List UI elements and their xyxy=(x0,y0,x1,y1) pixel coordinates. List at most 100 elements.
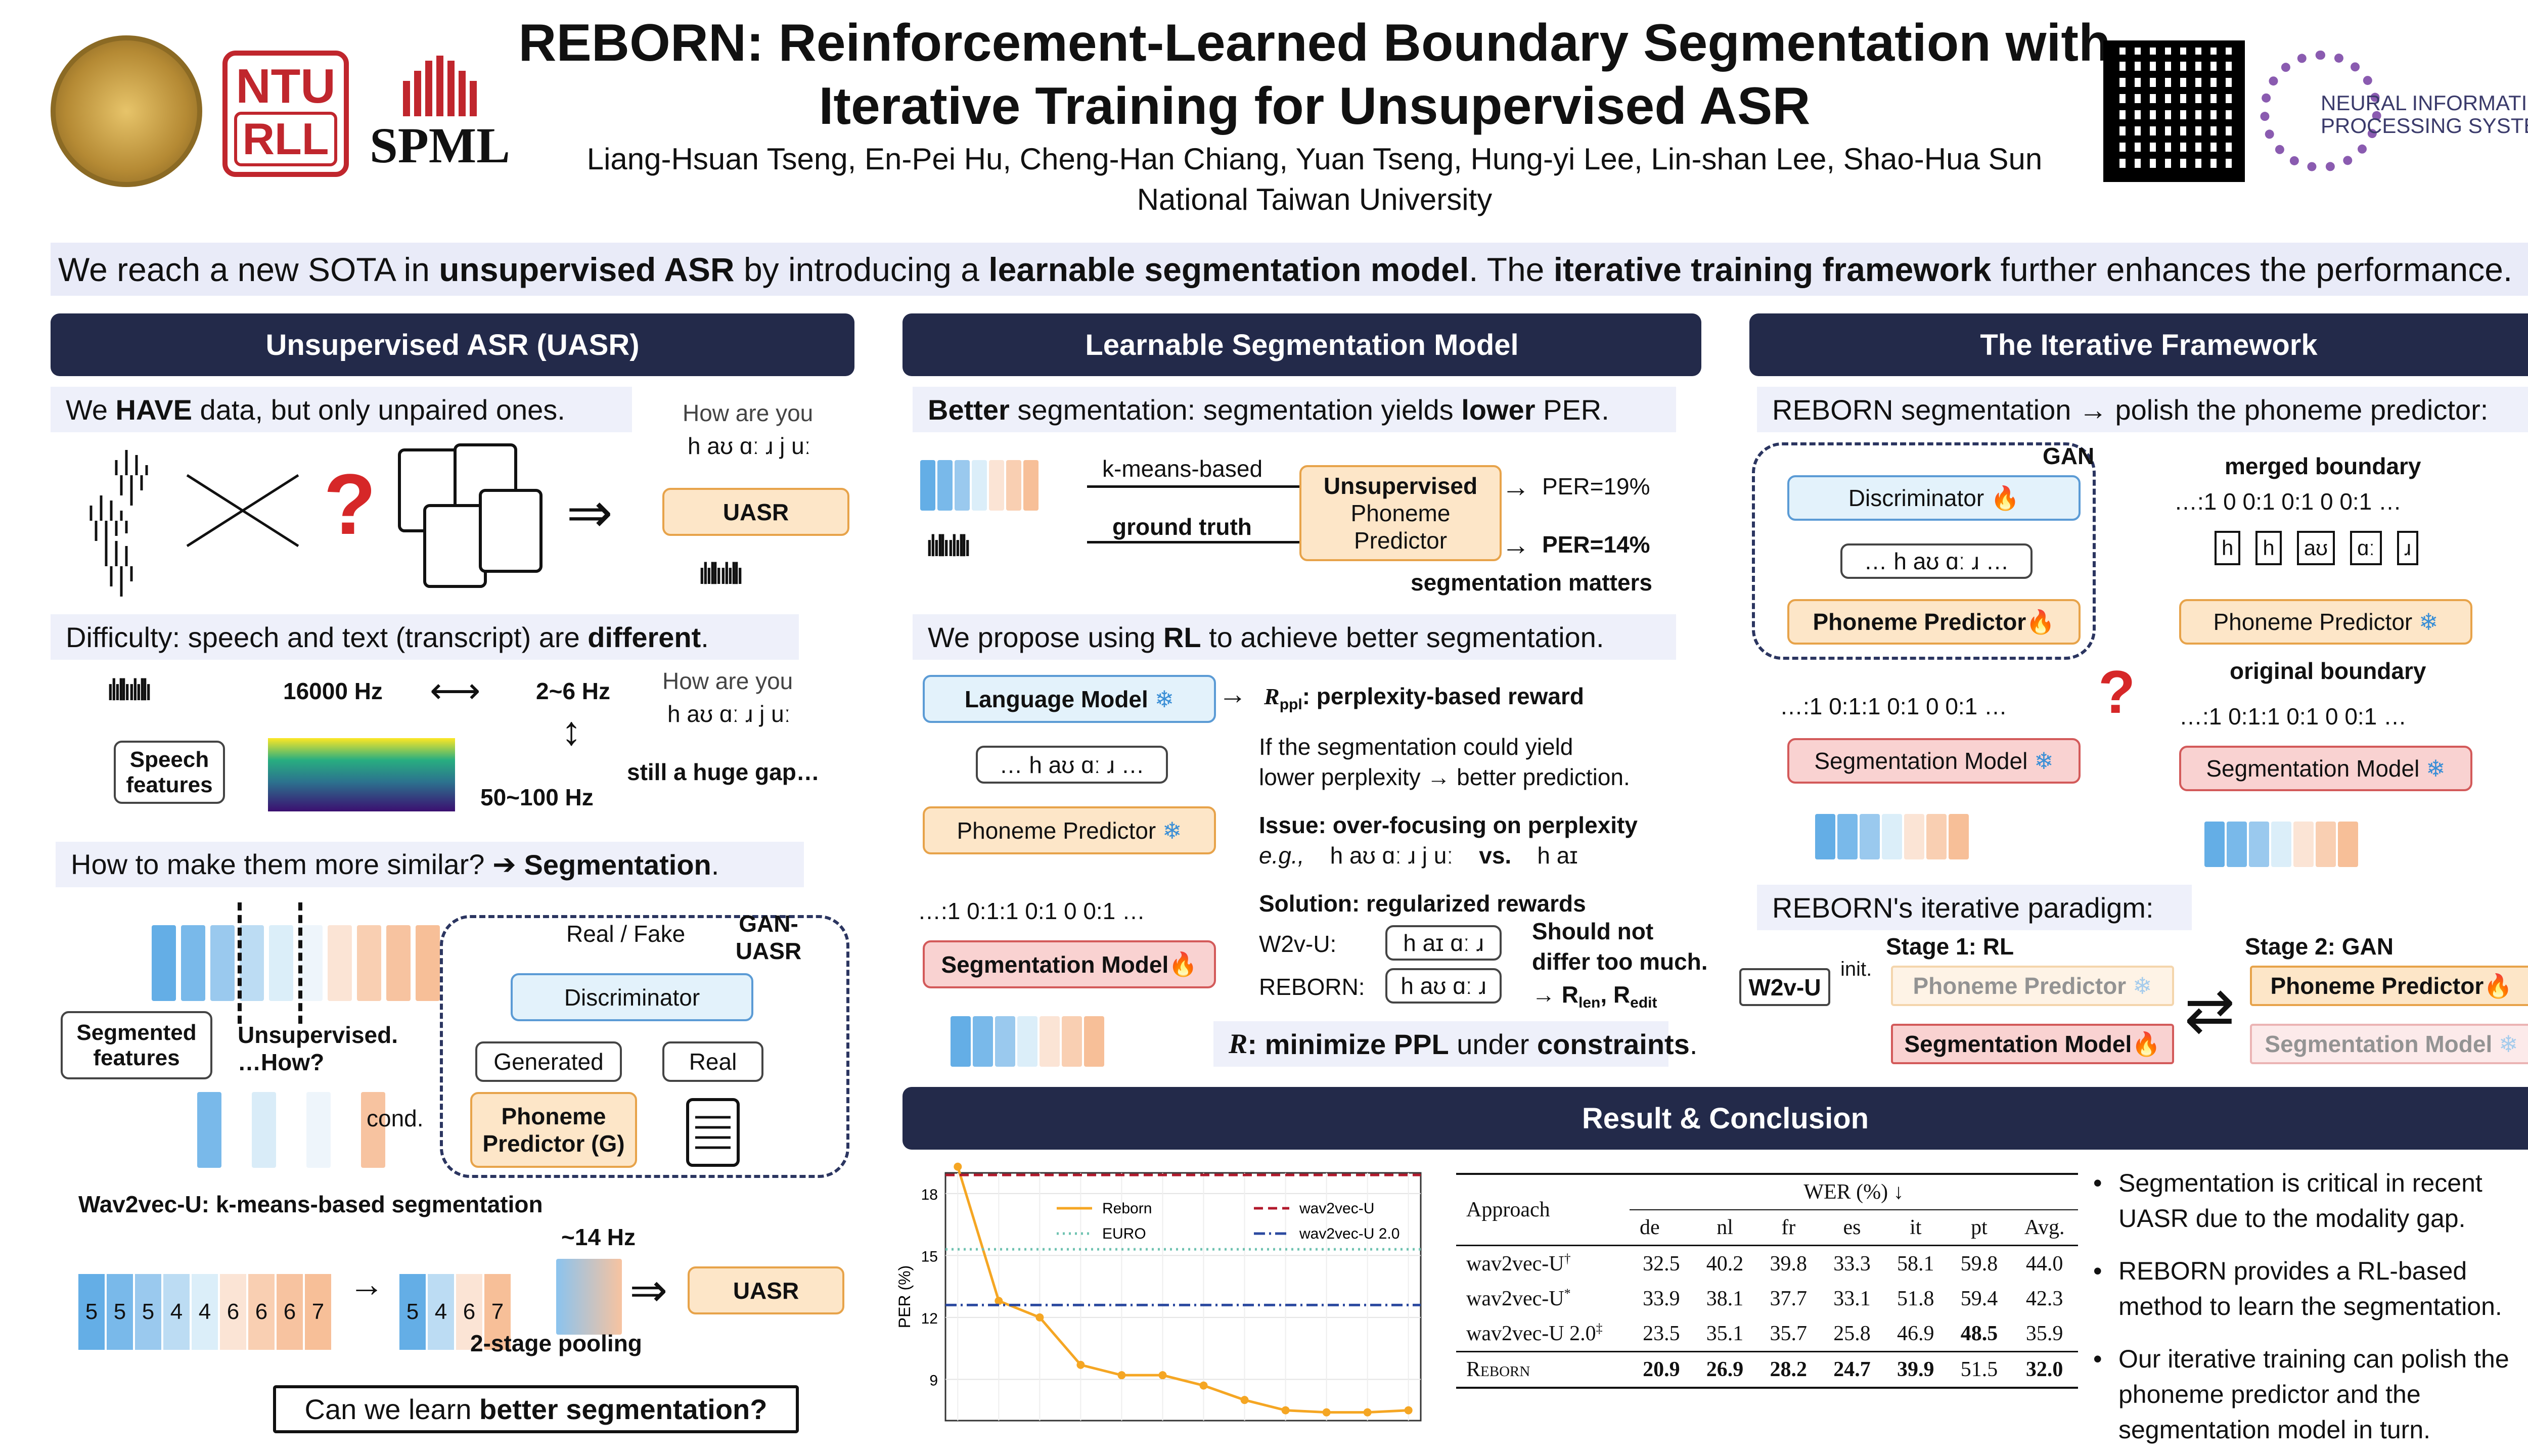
segment-divider xyxy=(298,902,302,1024)
text-italic: R xyxy=(1229,1028,1248,1060)
text: We xyxy=(66,393,116,426)
table-col-header: fr xyxy=(1781,1216,1796,1239)
how-similar-row: How to make them more similar? ➔ Segment… xyxy=(56,842,804,887)
text: REBORN segmentation → polish the phoneme… xyxy=(1772,393,2489,426)
table-cell: 39.9 xyxy=(1897,1358,1934,1381)
paradigm-row: REBORN's iterative paradigm: xyxy=(1757,885,2192,930)
per-19: PER=19% xyxy=(1542,473,1650,499)
table-cell-approach: wav2vec-U† xyxy=(1456,1246,1630,1282)
fire-icon: 🔥 xyxy=(1168,951,1198,977)
chart-point xyxy=(1404,1406,1413,1415)
r-final-row: R: minimize PPL under constraints. xyxy=(1213,1021,1697,1067)
chart-legend-label: EURO xyxy=(1102,1225,1146,1242)
pp-active-box: Phoneme Predictor🔥 xyxy=(2250,966,2528,1006)
documents-icon xyxy=(398,443,543,588)
banner-bold: unsupervised ASR xyxy=(439,250,735,288)
table-cell: 38.1 xyxy=(1706,1287,1744,1310)
approach-sup: † xyxy=(1564,1251,1571,1266)
text-bold: Phoneme Predictor xyxy=(2270,973,2484,999)
table-cell: 25.8 xyxy=(1833,1322,1871,1345)
question-mark-icon: ? xyxy=(324,457,376,553)
authors: Liang-Hsuan Tseng, En-Pei Hu, Cheng-Han … xyxy=(586,142,2043,176)
example-row: e.g., h aʊ ɑː ɹ j uː vs. h aɪ xyxy=(1259,842,1578,869)
hz-16000: 16000 Hz xyxy=(283,678,383,704)
text: We propose using xyxy=(928,621,1163,653)
ntu-logo-top: NTU xyxy=(236,59,336,113)
qr-code[interactable] xyxy=(2103,40,2245,182)
text: . xyxy=(1689,1028,1698,1060)
solution-text: Solution: regularized rewards xyxy=(1259,890,1586,917)
ntu-rll-logo: NTU RLL xyxy=(222,51,349,177)
table-cell: 33.9 xyxy=(1643,1287,1680,1310)
table-cell: 35.7 xyxy=(1770,1322,1808,1345)
text-bold: segmentation? xyxy=(558,1393,768,1425)
hz-50-100: 50~100 Hz xyxy=(480,784,594,810)
section-header-result: Result & Conclusion xyxy=(902,1087,2528,1150)
segmented-features-box: Segmented features xyxy=(61,1011,212,1079)
document-icon xyxy=(686,1098,740,1167)
pooling-text: 2-stage pooling xyxy=(470,1330,642,1356)
text: h aɪ xyxy=(1537,842,1578,869)
text-bold: better xyxy=(479,1393,558,1425)
discriminator-box: Discriminator xyxy=(511,973,753,1021)
sequence-cell: 6 xyxy=(456,1274,482,1350)
issue-text: Issue: over-focusing on perplexity xyxy=(1259,812,1638,838)
arrow-right-icon: → xyxy=(349,1264,384,1304)
text: under xyxy=(1449,1028,1537,1060)
original-bits: …:1 0:1:1 0:1 0 0:1 … xyxy=(2179,703,2407,730)
chart-legend-label: Reborn xyxy=(1102,1200,1152,1217)
text: . xyxy=(711,848,719,881)
text: Can we learn xyxy=(304,1393,480,1425)
table-col-header: pt xyxy=(1971,1216,1988,1239)
arrow-right-icon: → xyxy=(1502,529,1530,561)
feature-bars xyxy=(920,460,1039,511)
boundary-bits: …:1 0:1:1 0:1 0 0:1 … xyxy=(918,898,1146,924)
spectrogram xyxy=(268,738,455,811)
difficulty-row: Difficulty: speech and text (transcript)… xyxy=(51,614,799,660)
merged-bits: …:1 0 0:1 0:1 0 0:1 … xyxy=(2174,488,2402,515)
segm-active-box: Segmentation Model🔥 xyxy=(1891,1024,2174,1064)
seg-matters-text: segmentation matters xyxy=(1411,569,1653,596)
should-text-1: Should not xyxy=(1532,918,1654,944)
text-bold: Segmentation Model xyxy=(1904,1031,2132,1057)
snowflake-icon: ❄ xyxy=(2426,755,2446,782)
stage1-label: Stage 1: RL xyxy=(1886,933,2014,960)
reborn-label: REBORN: xyxy=(1259,974,1365,1000)
w2vu-box: W2v-U xyxy=(1739,968,1830,1006)
text: to achieve better segmentation. xyxy=(1201,621,1604,653)
approach-sup: ‡ xyxy=(1596,1321,1603,1336)
gan-uasr-frame xyxy=(440,915,849,1178)
table-cell: 37.7 xyxy=(1770,1287,1808,1310)
text-italic: R xyxy=(1264,684,1280,709)
original-boundary-label: original boundary xyxy=(2230,658,2426,684)
snowflake-icon: ❄ xyxy=(2499,1031,2518,1057)
neurips-line1: NEURAL INFORMATION xyxy=(2321,91,2528,115)
chart-legend-label: wav2vec-U xyxy=(1299,1200,1374,1217)
poster-title-line1: REBORN: Reinforcement-Learned Boundary S… xyxy=(518,14,2111,72)
table-cell: 28.2 xyxy=(1770,1358,1808,1381)
phoneme-predictor-box: Phoneme Predictor ❄ xyxy=(923,806,1216,854)
gan-label: GAN xyxy=(2043,443,2095,469)
table-col-header: es xyxy=(1843,1216,1861,1239)
text-bold: Language Model xyxy=(964,686,1148,712)
table-cell: 24.7 xyxy=(1833,1358,1871,1381)
snowflake-icon: ❄ xyxy=(2419,609,2439,635)
sequence-cell: 6 xyxy=(248,1274,275,1350)
real-box: Real xyxy=(662,1041,763,1082)
arrow-line xyxy=(1087,541,1299,543)
double-arrow-icon: ⟷ xyxy=(430,671,481,710)
text: data, but only unpaired ones. xyxy=(192,393,565,426)
unsupervised-how-text: Unsupervised. …How? xyxy=(238,1022,398,1075)
text: REBORN's iterative paradigm: xyxy=(1772,891,2154,924)
text: , R xyxy=(1600,981,1631,1008)
table-cell: 32.0 xyxy=(2025,1358,2063,1381)
text-bold: Phoneme Predictor xyxy=(1913,973,2127,999)
approach-sup: * xyxy=(1564,1286,1571,1301)
text: Phoneme Predictor xyxy=(957,817,1156,844)
table-cell: 32.5 xyxy=(1643,1252,1680,1276)
conclusion-item: Segmentation is critical in recent UASR … xyxy=(2118,1165,2528,1236)
approach-name: wav2vec-U xyxy=(1466,1252,1564,1276)
table-cell: 33.1 xyxy=(1833,1287,1871,1310)
text: ppl xyxy=(1279,696,1302,713)
